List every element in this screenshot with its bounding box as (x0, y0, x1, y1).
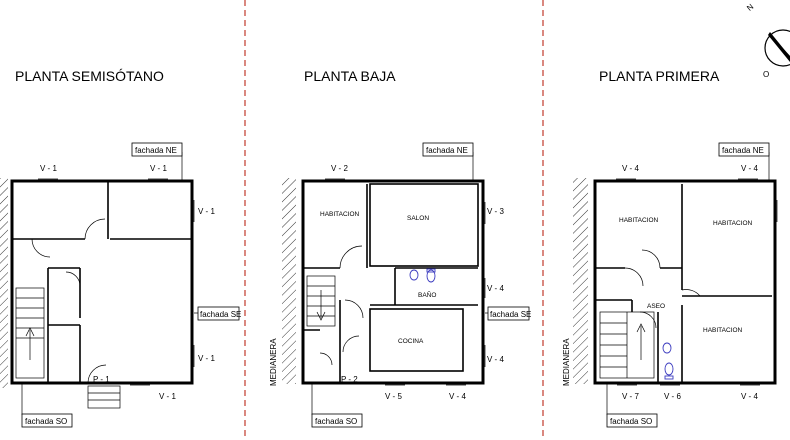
window-label: V - 1 (40, 164, 57, 173)
room-label: HABITACION (619, 217, 659, 224)
window-label: V - 4 (741, 164, 758, 173)
compass-west: O (763, 70, 769, 79)
window-label: V - 4 (487, 355, 504, 364)
facade-tag: fachada SE (490, 310, 531, 319)
window-label: V - 6 (664, 392, 681, 401)
floor-title: PLANTA SEMISÓTANO (15, 68, 164, 84)
stairs (599, 311, 655, 379)
door-label: P - 2 (341, 375, 358, 384)
plan-baja: PLANTA BAJA MEDIANERA (269, 68, 531, 428)
party-wall-label: MEDIANERA (269, 338, 278, 386)
room-label: ASEO (647, 303, 665, 310)
window-label: V - 1 (150, 164, 167, 173)
bathroom-fixtures (409, 268, 436, 283)
window-label: V - 5 (385, 392, 402, 401)
party-wall-label: MEDIANERA (562, 338, 571, 386)
stairs (306, 275, 336, 327)
window-label: V - 4 (487, 284, 504, 293)
entry-steps (87, 385, 121, 409)
room-label: COCINA (398, 338, 424, 345)
window-label: V - 2 (331, 164, 348, 173)
plan-primera: PLANTA PRIMERA MEDIANERA (562, 68, 778, 428)
facade-tag: fachada SE (200, 310, 241, 319)
party-wall-hatch (573, 178, 588, 384)
room-label: SALON (407, 215, 429, 222)
bathroom-fixtures (662, 342, 674, 380)
room-label: HABITACION (320, 211, 360, 218)
room-label: HABITACION (703, 327, 743, 334)
facade-tag: fachada SO (610, 417, 652, 426)
floor-title: PLANTA PRIMERA (599, 68, 720, 84)
window-label: V - 1 (198, 207, 215, 216)
window-label: V - 1 (198, 354, 215, 363)
window-label: V - 4 (622, 164, 639, 173)
room-label: HABITACION (713, 220, 753, 227)
plan-semisotano: PLANTA SEMISÓTANO (0, 68, 241, 428)
outer-wall (10, 179, 194, 385)
window-label: V - 1 (159, 392, 176, 401)
facade-tag: fachada NE (426, 146, 468, 155)
compass-north: N (745, 2, 755, 13)
window-label: V - 4 (449, 392, 466, 401)
stairs (15, 287, 45, 379)
outer-wall (301, 179, 485, 385)
party-wall-hatch (0, 178, 8, 388)
outer-wall (593, 179, 777, 385)
party-wall-hatch (282, 178, 296, 384)
window-label: V - 4 (741, 392, 758, 401)
window-label: V - 7 (622, 392, 639, 401)
floor-title: PLANTA BAJA (304, 68, 396, 84)
facade-tag: fachada NE (135, 146, 177, 155)
facade-tag: fachada SO (315, 417, 357, 426)
compass-icon: N O (745, 2, 790, 79)
facade-tag: fachada SO (25, 417, 67, 426)
door-label: P - 1 (93, 375, 110, 384)
window-label: V - 3 (487, 207, 504, 216)
facade-tag: fachada NE (722, 146, 764, 155)
room-label: BAÑO (418, 290, 436, 299)
